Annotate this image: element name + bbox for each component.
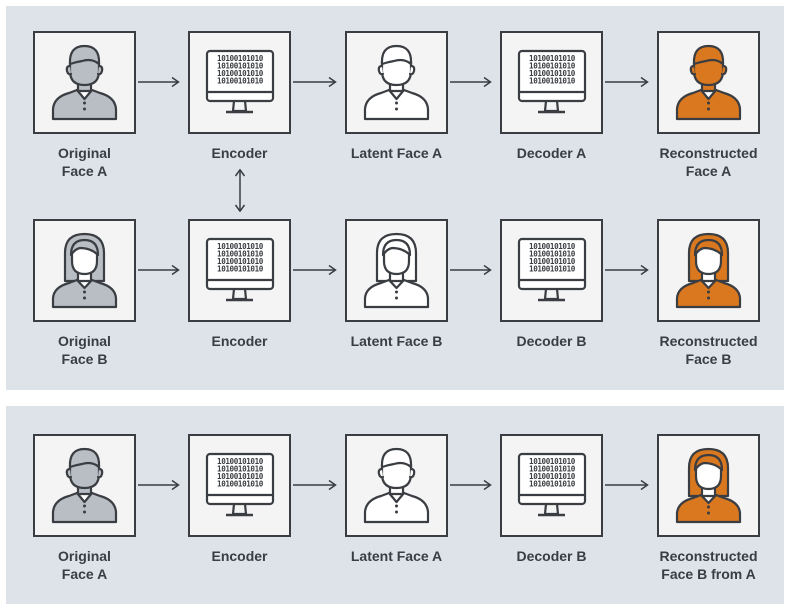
monitor-figure <box>205 452 275 517</box>
binary-code-line: 10100101010 <box>217 62 264 71</box>
female-face-icon <box>363 232 430 309</box>
monitor-figure <box>205 49 275 114</box>
binary-code-line: 10100101010 <box>529 265 576 274</box>
binary-code-line: 10100101010 <box>529 242 576 251</box>
decoder-b-label: Decoder B <box>516 548 587 564</box>
decoder-a-label: Decoder A <box>516 145 587 161</box>
male-face-icon <box>675 44 742 121</box>
reconstructed-face-b-label: Reconstructed Face B <box>659 333 758 367</box>
decoder-monitor-icon: 1010010101010100101010101001010101010010… <box>517 49 587 114</box>
latent-face-a-box <box>345 31 448 134</box>
binary-code-line: 10100101010 <box>529 465 576 474</box>
flow-arrow <box>450 479 492 491</box>
binary-code-line: 10100101010 <box>217 54 264 63</box>
flow-arrow <box>450 264 492 276</box>
monitor-figure <box>517 452 587 517</box>
binary-code-line: 10100101010 <box>217 457 264 466</box>
binary-code-line: 10100101010 <box>217 69 264 78</box>
female-figure <box>51 232 118 309</box>
encoder-monitor-icon: 1010010101010100101010101001010101010010… <box>205 237 275 302</box>
latent-face-a-label: Latent Face A <box>350 145 443 161</box>
flow-arrow <box>293 479 337 491</box>
binary-code-line: 10100101010 <box>217 250 264 259</box>
binary-code-line: 10100101010 <box>217 465 264 474</box>
original-face-a-label: Original Face A <box>58 145 111 179</box>
latent-face-a-box <box>345 434 448 537</box>
binary-code-line: 10100101010 <box>529 62 576 71</box>
female-figure <box>675 447 742 524</box>
decoder-monitor-icon: 1010010101010100101010101001010101010010… <box>517 237 587 302</box>
latent-face-b-label: Latent Face B <box>350 333 443 349</box>
binary-code-line: 10100101010 <box>529 472 576 481</box>
flow-arrow <box>293 76 337 88</box>
binary-code-line: 10100101010 <box>529 457 576 466</box>
monitor-figure <box>517 49 587 114</box>
male-face-icon <box>363 44 430 121</box>
flow-arrow <box>138 479 180 491</box>
male-face-icon <box>51 44 118 121</box>
reconstructed-face-a-label: Reconstructed Face A <box>659 145 758 179</box>
encoder-label: Encoder <box>211 145 268 161</box>
flow-arrow <box>138 76 180 88</box>
binary-code-line: 10100101010 <box>529 250 576 259</box>
binary-code-line: 10100101010 <box>217 257 264 266</box>
binary-code-line: 10100101010 <box>529 54 576 63</box>
female-figure <box>363 232 430 309</box>
binary-code-line: 10100101010 <box>217 242 264 251</box>
binary-code-line: 10100101010 <box>529 480 576 489</box>
binary-code-line: 10100101010 <box>217 77 264 86</box>
female-face-icon <box>675 447 742 524</box>
original-face-a-label: Original Face A <box>58 548 111 582</box>
encoder-label: Encoder <box>211 333 268 349</box>
monitor-figure <box>517 237 587 302</box>
flow-arrow <box>450 76 492 88</box>
reconstructed-face-a-box <box>657 31 760 134</box>
binary-code-line: 10100101010 <box>217 265 264 274</box>
encoder-monitor-icon: 1010010101010100101010101001010101010010… <box>205 49 275 114</box>
shared-encoder-arrow <box>234 169 245 212</box>
flow-arrow <box>605 76 649 88</box>
male-face-icon <box>363 447 430 524</box>
encoder-monitor-icon: 1010010101010100101010101001010101010010… <box>205 452 275 517</box>
decoder-b-label: Decoder B <box>516 333 587 349</box>
binary-code-line: 10100101010 <box>217 472 264 481</box>
binary-code-line: 10100101010 <box>529 77 576 86</box>
reconstructed-face-b-box <box>657 219 760 322</box>
flow-arrow <box>605 264 649 276</box>
male-figure <box>51 44 118 121</box>
female-face-icon <box>675 232 742 309</box>
female-face-icon <box>51 232 118 309</box>
flow-arrow <box>138 264 180 276</box>
binary-code-line: 10100101010 <box>529 69 576 78</box>
flow-arrow <box>605 479 649 491</box>
latent-face-a-label: Latent Face A <box>350 548 443 564</box>
original-face-b-label: Original Face B <box>58 333 111 367</box>
monitor-figure <box>205 237 275 302</box>
original-face-a-box <box>33 31 136 134</box>
binary-code-line: 10100101010 <box>529 257 576 266</box>
male-face-icon <box>51 447 118 524</box>
latent-face-b-box <box>345 219 448 322</box>
flow-arrow <box>293 264 337 276</box>
original-face-b-box <box>33 219 136 322</box>
decoder-monitor-icon: 1010010101010100101010101001010101010010… <box>517 452 587 517</box>
female-figure <box>675 232 742 309</box>
reconstructed-face-b-from-a-label: Reconstructed Face B from A <box>659 548 758 582</box>
encoder-label: Encoder <box>211 548 268 564</box>
original-face-a-box <box>33 434 136 537</box>
reconstructed-face-b-from-a-box <box>657 434 760 537</box>
binary-code-line: 10100101010 <box>217 480 264 489</box>
